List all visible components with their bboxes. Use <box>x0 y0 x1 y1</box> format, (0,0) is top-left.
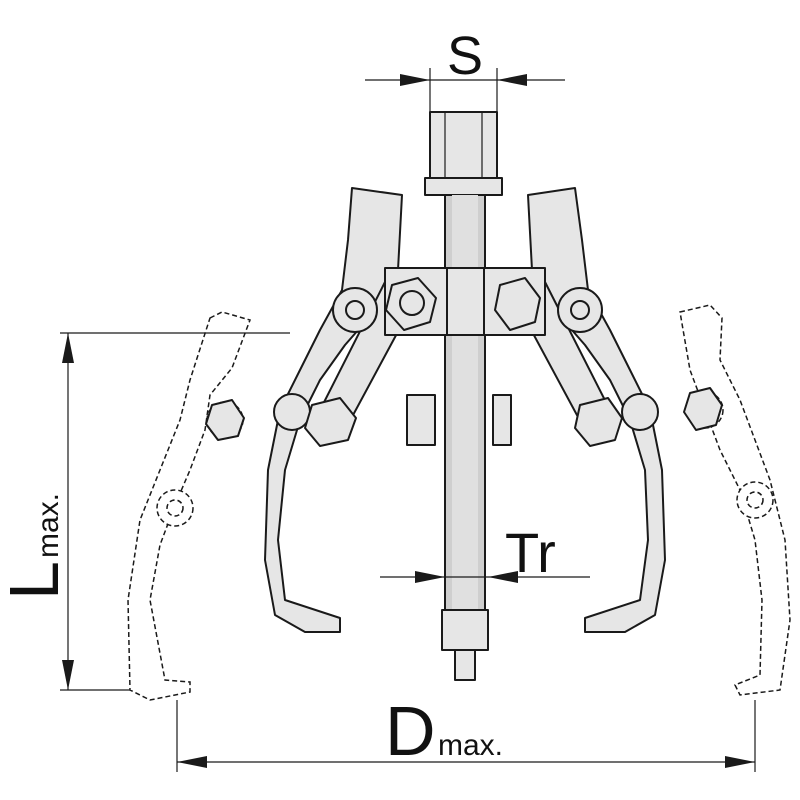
left-arm-max-open <box>127 311 251 701</box>
dimension-lmax: L max. <box>0 332 290 691</box>
hex-nut <box>494 277 541 331</box>
arrow-icon <box>177 756 207 768</box>
label-d: D <box>385 692 436 770</box>
arrow-icon <box>62 333 74 363</box>
label-l: L <box>0 561 73 600</box>
label-d-max: max. <box>438 729 503 762</box>
arrow-icon <box>400 74 430 86</box>
arrow-icon <box>62 660 74 690</box>
spindle <box>424 111 503 681</box>
label-s: S <box>447 26 483 86</box>
dimension-tr: Tr <box>380 521 590 584</box>
arrow-icon <box>497 74 527 86</box>
arrow-icon <box>488 571 518 583</box>
arrow-icon <box>725 756 755 768</box>
dimension-s: S <box>365 26 565 112</box>
label-tr: Tr <box>505 521 556 584</box>
yoke <box>205 267 723 447</box>
label-l-max: max. <box>32 493 65 558</box>
arrow-icon <box>415 571 445 583</box>
right-arm-max-open <box>679 304 791 696</box>
dimension-dmax: D max. <box>176 692 756 772</box>
